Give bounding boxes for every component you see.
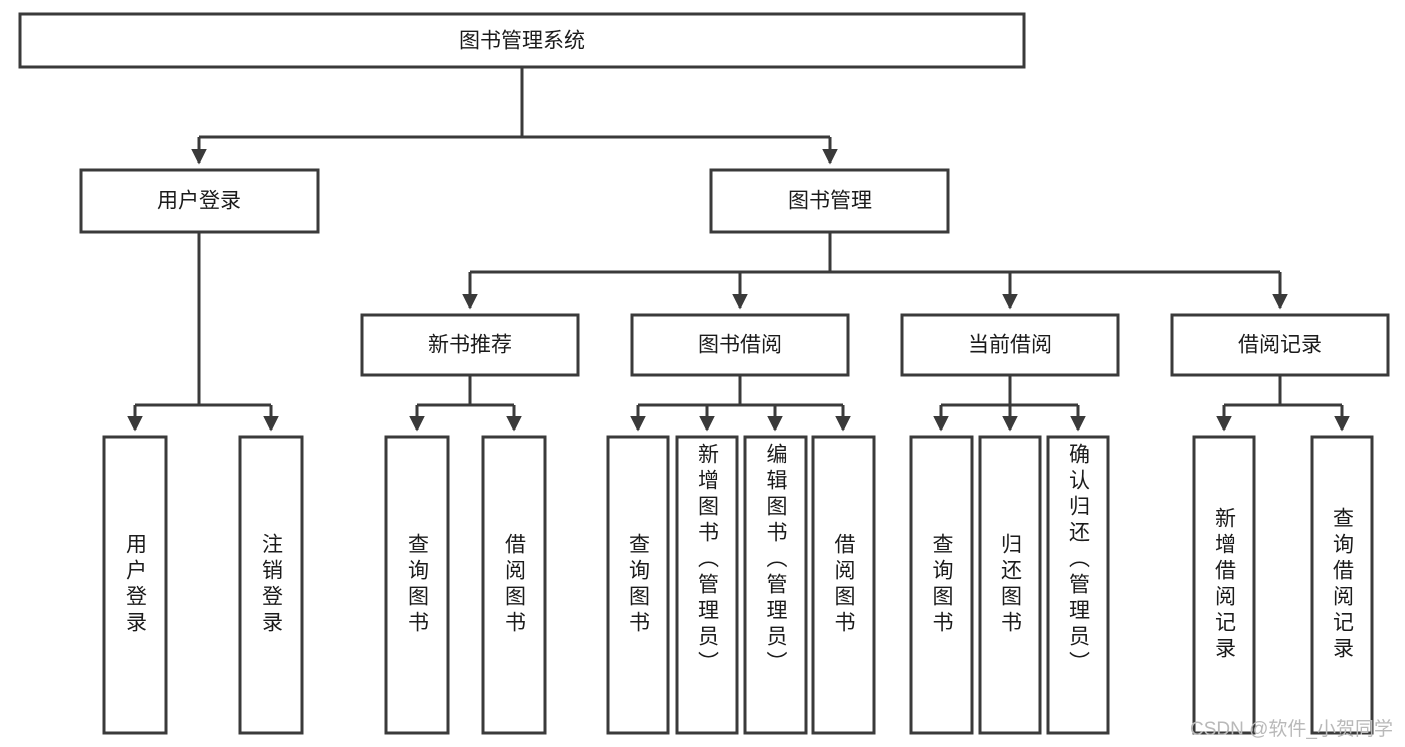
node-borrow-record-label: 借阅记录 bbox=[1238, 334, 1322, 357]
edges-newbook-to-leaves bbox=[409, 375, 522, 432]
node-current-borrow-label: 当前借阅 bbox=[968, 334, 1052, 357]
node-new-book-recommend-label: 新书推荐 bbox=[428, 334, 512, 357]
node-new-book-recommend-box bbox=[360, 313, 580, 377]
leaf-box-query-record[interactable] bbox=[1310, 435, 1374, 735]
leaf-boxes bbox=[102, 435, 1374, 735]
leaf-box-query-book-3[interactable] bbox=[909, 435, 974, 735]
leaf-box-add-record[interactable] bbox=[1192, 435, 1256, 735]
leaf-box-borrow-book-2[interactable] bbox=[811, 435, 876, 735]
node-new-book-recommend[interactable]: 新书推荐 bbox=[360, 313, 580, 377]
node-book-manage[interactable]: 图书管理 bbox=[709, 168, 950, 234]
leaf-box-query-book-1[interactable] bbox=[384, 435, 450, 735]
leaf-box-add-book[interactable] bbox=[675, 435, 739, 735]
leaf-box-user-login[interactable] bbox=[102, 435, 168, 735]
node-book-borrow-box bbox=[630, 313, 850, 377]
leaf-box-edit-book[interactable] bbox=[743, 435, 808, 735]
csdn-watermark: CSDN @软件_小贺同学 bbox=[1190, 719, 1393, 740]
edges-bookmanage-to-level3 bbox=[462, 232, 1288, 310]
leaf-box-logout[interactable] bbox=[238, 435, 304, 735]
leaf-box-return-book[interactable] bbox=[978, 435, 1042, 735]
node-current-borrow[interactable]: 当前借阅 bbox=[900, 313, 1120, 377]
edges-userlogin-to-leaves bbox=[127, 232, 279, 432]
node-root[interactable]: 图书管理系统 bbox=[18, 12, 1026, 69]
leaf-box-confirm-return[interactable] bbox=[1046, 435, 1110, 735]
edges-borrowrecord-to-leaves bbox=[1216, 375, 1350, 432]
node-root-label: 图书管理系统 bbox=[459, 30, 585, 53]
node-user-login-box bbox=[79, 168, 320, 234]
edges-borrowbook-to-leaves bbox=[630, 375, 851, 432]
node-user-login[interactable]: 用户登录 bbox=[79, 168, 320, 234]
edges-currentborrow-to-leaves bbox=[933, 375, 1086, 432]
node-book-manage-label: 图书管理 bbox=[788, 190, 872, 213]
node-root-box bbox=[18, 12, 1026, 69]
node-borrow-record-box bbox=[1170, 313, 1390, 377]
node-borrow-record[interactable]: 借阅记录 bbox=[1170, 313, 1390, 377]
node-book-manage-box bbox=[709, 168, 950, 234]
node-user-login-label: 用户登录 bbox=[157, 190, 241, 213]
node-book-borrow[interactable]: 图书借阅 bbox=[630, 313, 850, 377]
node-current-borrow-box bbox=[900, 313, 1120, 377]
edges-root-to-level2 bbox=[191, 67, 838, 165]
leaf-box-query-book-2[interactable] bbox=[606, 435, 670, 735]
node-book-borrow-label: 图书借阅 bbox=[698, 334, 782, 357]
leaf-box-borrow-book-1[interactable] bbox=[481, 435, 547, 735]
